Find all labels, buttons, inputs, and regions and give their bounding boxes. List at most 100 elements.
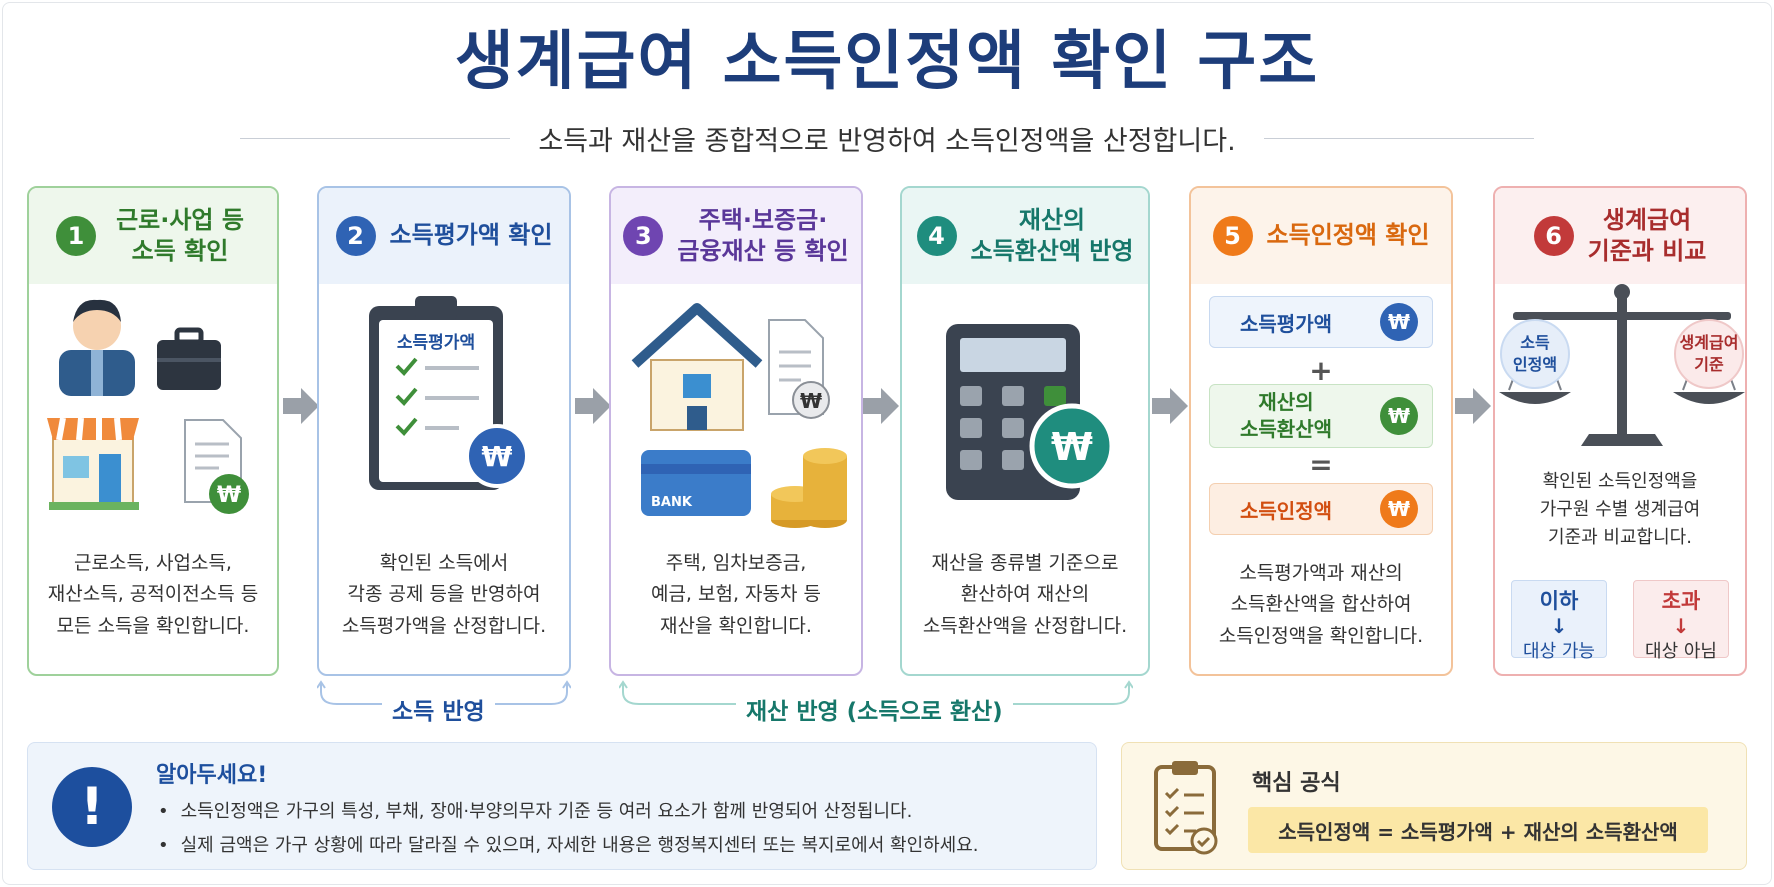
step-title: 소득인정액 확인	[1266, 221, 1430, 250]
notice-title: 알아두세요!	[156, 763, 268, 788]
arrow-right-icon	[283, 388, 319, 424]
step-description: 확인된 소득인정액을 가구원 수별 생계급여 기준과 비교합니다.	[1501, 468, 1739, 552]
formula-income-evaluation: 소득평가액 ₩	[1209, 296, 1433, 348]
desc-line: 각종 공제 등을 반영하여	[347, 583, 541, 606]
exclamation-icon: !	[52, 767, 132, 847]
clipboard-icon	[369, 296, 503, 490]
step-2-card: 2 소득평가액 확인 소득평가액 ₩ 확인된 소득에서 각종 공제 등을 반영하…	[317, 186, 571, 676]
page-subtitle: 소득과 재산을 종합적으로 반영하여 소득인정액을 산정합니다.	[538, 125, 1236, 157]
desc-line: 근로소득, 사업소득,	[74, 552, 232, 574]
arrow-down-icon: ↓	[1672, 614, 1690, 638]
step-title: 근로·사업 등 소득 확인	[116, 205, 244, 265]
step-5-card: 5 소득인정액 확인 소득평가액 ₩ + 재산의 소득환산액 ₩ = 소득인정액…	[1189, 186, 1453, 676]
income-brace-label: 소득 반영	[382, 692, 495, 726]
svg-text:₩: ₩	[800, 389, 822, 413]
formula-label: 소득평가액	[1240, 311, 1332, 336]
arrow-right-icon	[1455, 388, 1491, 424]
step-title: 주택·보증금· 금융재산 등 확인	[677, 205, 848, 267]
desc-line: 소득평가액과 재산의	[1239, 562, 1403, 584]
clipboard-illustration: 소득평가액 ₩	[369, 296, 529, 490]
step-description: 주택, 임차보증금, 예금, 보험, 자동차 등 재산을 확인합니다.	[617, 548, 855, 642]
notice-list: 소득인정액은 가구의 특성, 부채, 장애·부양의무자 기준 등 여러 요소가 …	[158, 795, 979, 863]
svg-text:₩: ₩	[217, 483, 241, 508]
key-formula-title: 핵심 공식	[1252, 771, 1341, 796]
arrow-right-icon	[863, 388, 899, 424]
worker-icon	[59, 299, 135, 396]
desc-line: 확인된 소득인정액을	[1542, 471, 1698, 492]
briefcase-icon	[157, 327, 221, 390]
desc-line: 모든 소득을 확인합니다.	[56, 614, 250, 637]
compare-below-result: 대상 가능	[1523, 641, 1595, 662]
label-line: 재산의	[1258, 390, 1314, 414]
arrow-down-icon: ↓	[1550, 614, 1568, 638]
clipboard-check-icon	[1154, 761, 1218, 855]
won-icon: ₩	[1380, 490, 1418, 528]
arrow-right-icon	[1152, 388, 1188, 424]
notice-item: 소득인정액은 가구의 특성, 부채, 장애·부양의무자 기준 등 여러 요소가 …	[158, 795, 979, 829]
plus-sign: +	[1309, 354, 1333, 387]
desc-line: 소득평가액을 산정합니다.	[341, 614, 547, 637]
subtitle-row: 소득과 재산을 종합적으로 반영하여 소득인정액을 산정합니다.	[0, 118, 1774, 158]
compare-below-label: 이하	[1539, 589, 1579, 613]
title-line: 기준과 비교	[1587, 237, 1707, 265]
step-4-card: 4 재산의 소득환산액 반영 ₩ 재산을 종류별 기준으로 환산하여 재산의 소…	[900, 186, 1150, 676]
compare-above-box: 초과 ↓ 대상 아님	[1633, 580, 1729, 662]
notice-panel: ! 알아두세요! 소득인정액은 가구의 특성, 부채, 장애·부양의무자 기준 …	[27, 742, 1097, 870]
step-description: 확인된 소득에서 각종 공제 등을 반영하여 소득평가액을 산정합니다.	[325, 548, 563, 642]
step-description: 재산을 종류별 기준으로 환산하여 재산의 소득환산액을 산정합니다.	[908, 548, 1142, 642]
step-1-card: 1 근로·사업 등 소득 확인 ₩ 근로소득	[27, 186, 279, 676]
formula-label: 재산의 소득환산액	[1240, 389, 1332, 443]
desc-line: 소득인정액을 확인합니다.	[1218, 624, 1424, 647]
svg-text:₩: ₩	[1051, 425, 1093, 469]
balance-scale-icon: 소득 인정액 생계급여 기준	[1499, 284, 1745, 446]
formula-property-conversion: 재산의 소득환산액 ₩	[1209, 384, 1433, 448]
notice-item: 실제 금액은 가구 상황에 따라 달라질 수 있으며, 자세한 내용은 행정복지…	[158, 829, 979, 863]
step-header: 1 근로·사업 등 소득 확인	[29, 188, 277, 284]
step-header: 5 소득인정액 확인	[1191, 188, 1451, 284]
calculator-illustration: ₩	[946, 324, 1115, 500]
won-icon: ₩	[1380, 303, 1418, 341]
step-header: 3 주택·보증금· 금융재산 등 확인	[611, 188, 861, 284]
divider	[1263, 137, 1534, 139]
desc-line: 주택, 임차보증금,	[665, 552, 807, 574]
label-line: 소득환산액	[1240, 417, 1332, 441]
clipboard-label: 소득평가액	[397, 333, 475, 353]
step-description: 근로소득, 사업소득, 재산소득, 공적이전소득 등 모든 소득을 확인합니다.	[35, 548, 271, 642]
arrow-right-icon	[575, 388, 611, 424]
compare-below-box: 이하 ↓ 대상 가능	[1511, 580, 1607, 662]
worker-shop-illustration: ₩	[47, 299, 249, 514]
scale-right-label: 생계급여	[1680, 333, 1739, 352]
title-line: 생계급여	[1602, 205, 1692, 234]
document-won-icon: ₩	[768, 319, 830, 419]
scale-left-label: 인정액	[1513, 355, 1557, 374]
desc-line: 환산하여 재산의	[960, 583, 1090, 606]
step-header: 2 소득평가액 확인	[319, 188, 569, 284]
formula-label: 소득인정액	[1240, 498, 1332, 523]
step-header: 6 생계급여 기준과 비교	[1495, 188, 1745, 284]
key-formula-text: 소득인정액 = 소득평가액 + 재산의 소득환산액	[1248, 807, 1708, 853]
step-3-card: 3 주택·보증금· 금융재산 등 확인 ₩ BANK	[609, 186, 863, 676]
desc-line: 재산을 확인합니다.	[660, 614, 812, 637]
title-line: 재산의	[1018, 205, 1086, 234]
desc-line: 가구원 수별 생계급여	[1539, 498, 1701, 520]
desc-line: 확인된 소득에서	[379, 552, 509, 574]
desc-line: 재산소득, 공적이전소득 등	[47, 583, 259, 606]
formula-recognized-income: 소득인정액 ₩	[1209, 483, 1433, 535]
step-number: 1	[56, 216, 96, 256]
title-line: 소득환산액 반영	[970, 237, 1134, 265]
step-title: 소득평가액 확인	[389, 221, 553, 250]
title-line: 주택·보증금·	[698, 205, 828, 234]
scale-right-label: 기준	[1694, 355, 1724, 374]
key-formula-panel: 핵심 공식 소득인정액 = 소득평가액 + 재산의 소득환산액	[1121, 742, 1747, 870]
bank-card-icon: BANK	[641, 450, 751, 516]
desc-line: 소득환산액을 합산하여	[1230, 593, 1412, 616]
step-title: 재산의 소득환산액 반영	[971, 205, 1134, 267]
won-icon: ₩	[1380, 397, 1418, 435]
step-number: 2	[335, 216, 376, 256]
svg-text:₩: ₩	[482, 440, 513, 473]
divider	[240, 137, 511, 139]
property-illustration: ₩ BANK	[631, 303, 847, 528]
house-icon	[631, 303, 763, 431]
desc-line: 재산을 종류별 기준으로	[931, 552, 1119, 574]
